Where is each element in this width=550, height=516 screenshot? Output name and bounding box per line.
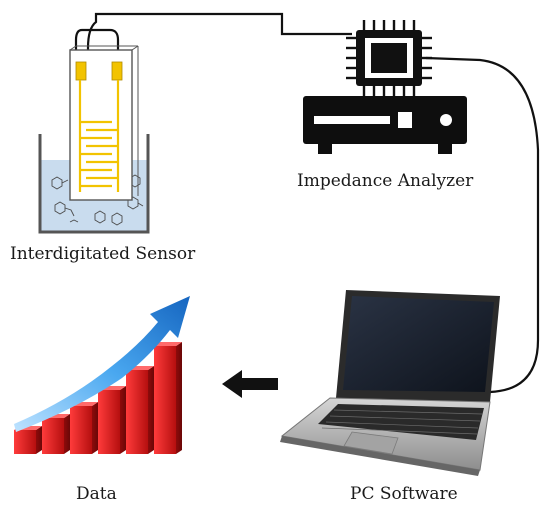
- wire-analyzer-laptop: [425, 56, 540, 394]
- sensor-label: Interdigitated Sensor: [10, 244, 196, 264]
- microchip-icon: [346, 20, 432, 96]
- bar-6: [154, 342, 182, 454]
- wire-sensor-right: [74, 28, 120, 70]
- laptop-icon: [280, 290, 500, 476]
- bar-5: [126, 366, 154, 454]
- growth-bar-chart-icon: [14, 296, 190, 454]
- interdigitated-sensor-icon: [38, 45, 150, 234]
- electrode-fingers: [78, 80, 120, 192]
- bar-2: [42, 414, 70, 454]
- contact-pad-right: [111, 61, 123, 81]
- bar-4: [98, 386, 126, 454]
- bar-3: [70, 402, 98, 454]
- beaker: [38, 134, 150, 234]
- pc-software-label: PC Software: [350, 484, 458, 504]
- molecules: [51, 174, 144, 226]
- trend-arrow: [14, 296, 190, 432]
- contact-pad-left: [75, 61, 87, 81]
- bar-1: [14, 426, 42, 454]
- analyzer-device-icon: [303, 96, 467, 154]
- analyzer-label: Impedance Analyzer: [297, 171, 474, 191]
- data-label: Data: [76, 484, 117, 504]
- arrow-left-icon: [222, 370, 278, 398]
